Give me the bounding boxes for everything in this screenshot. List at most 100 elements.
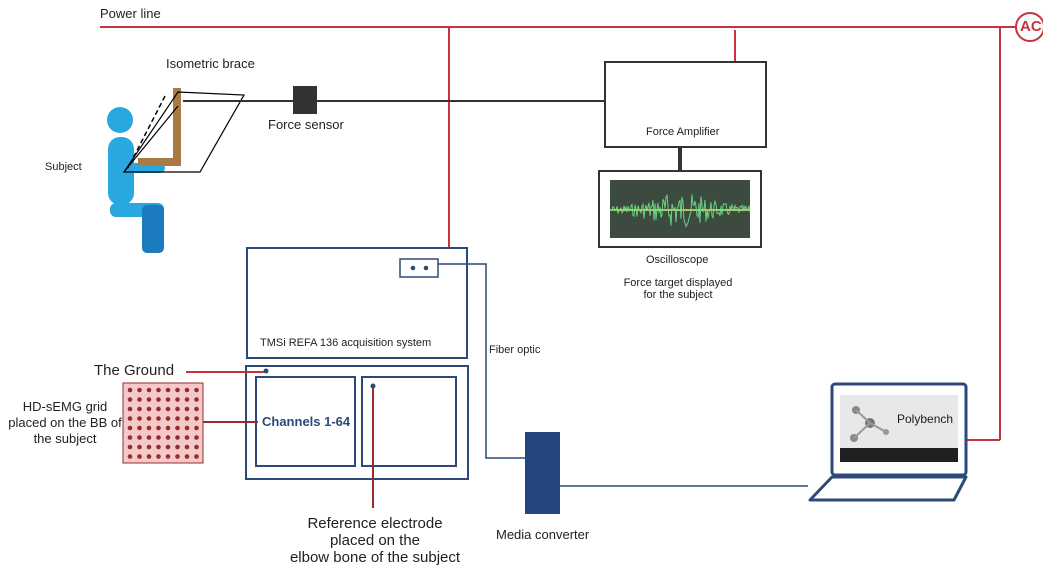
oscilloscope-label: Oscilloscope [646,254,708,266]
electrode-dot [175,426,180,431]
electrode-dot [156,426,161,431]
subject-shin [142,205,164,253]
electrode-dot [137,445,142,450]
laptop [810,384,966,500]
electrode-dot [147,454,152,459]
isometric-brace-label: Isometric brace [166,56,255,71]
force-sensor-block [293,86,317,114]
reference-electrode-label: Reference electrode placed on the elbow … [280,515,470,566]
channels-label: Channels 1-64 [262,414,350,429]
electrode-dot [185,445,190,450]
electrode-dot [185,416,190,421]
electrode-dot [147,407,152,412]
electrode-dot [137,426,142,431]
fiber-optic-label: Fiber optic [489,344,540,356]
electrode-dot [166,407,171,412]
electrode-dot [194,416,199,421]
electrode-dot [185,435,190,440]
electrode-dot [175,445,180,450]
electrode-dot [185,426,190,431]
reference-electrode-line: placed on the [280,532,470,549]
electrode-dot [175,435,180,440]
electrode-dot [156,416,161,421]
electrode-dot [175,388,180,393]
electrode-dot [175,416,180,421]
brace-upright [173,88,181,166]
subject-figure [107,107,164,253]
electrode-dot [185,388,190,393]
force-sensor-group [183,86,606,114]
electrode-dot [128,435,133,440]
electrode-dot [147,388,152,393]
electrode-dot [156,435,161,440]
oscilloscope [599,171,761,247]
electrode-dot [137,388,142,393]
electrode-dot [194,397,199,402]
electrode-dot [185,407,190,412]
electrode-dot [128,426,133,431]
electrode-dot [156,445,161,450]
electrode-dot [194,454,199,459]
force-amplifier-label: Force Amplifier [646,126,719,138]
acquisition-system-label: TMSi REFA 136 acquisition system [260,337,431,349]
reference-panel [362,377,456,466]
electrode-dot [156,454,161,459]
electrode-dot [147,416,152,421]
electrode-dot [147,397,152,402]
electrode-dot [137,416,142,421]
electrode-dot [175,397,180,402]
fiber-port [400,259,438,277]
fiber-port-pin [411,266,416,271]
ground-connector [264,369,269,374]
subject-head [107,107,133,133]
electrode-dot [194,445,199,450]
electrode-dot [175,407,180,412]
force-target-label: Force target displayed for the subject [618,277,738,301]
electrode-dot [166,426,171,431]
polybench-label: Polybench [897,412,953,426]
electrode-dot [137,454,142,459]
electrode-dot [166,445,171,450]
electrode-dot [128,416,133,421]
electrode-dot [147,445,152,450]
electrode-dot [194,407,199,412]
electrode-dot [128,407,133,412]
ac-source-label: AC [1020,18,1042,35]
reference-electrode-line: elbow bone of the subject [280,549,470,566]
fiber-port-pin [424,266,429,271]
electrode-dot [147,426,152,431]
electrode-dot [166,416,171,421]
electrode-dot [128,454,133,459]
electrode-dot [185,454,190,459]
electrode-dot [137,407,142,412]
hd-semg-label: HD-sEMG grid placed on the BB of the sub… [6,399,124,447]
grid-pad [123,383,203,463]
electrode-dot [166,397,171,402]
electrode-dot [175,454,180,459]
electrode-dot [147,435,152,440]
power-line-network [100,13,1043,440]
reference-electrode-line: Reference electrode [280,515,470,532]
electrode-dot [137,435,142,440]
electrode-dot [166,454,171,459]
media-converter-box [525,432,560,514]
electrode-dot [128,388,133,393]
electrode-dot [137,397,142,402]
force-sensor-label: Force sensor [268,117,344,132]
electrode-dot [166,388,171,393]
electrode-dot [166,435,171,440]
subject-label: Subject [45,161,82,173]
reference-connector [371,384,376,389]
electrode-dot [156,397,161,402]
electrode-dot [185,397,190,402]
the-ground-label: The Ground [94,362,174,379]
electrode-dot [194,388,199,393]
electrode-dot [156,407,161,412]
media-converter-label: Media converter [496,527,589,542]
electrode-dot [194,426,199,431]
electrode-dot [128,397,133,402]
hd-semg-grid [123,383,203,463]
power-line-label: Power line [100,6,161,21]
laptop-keyboard-base [810,477,966,500]
